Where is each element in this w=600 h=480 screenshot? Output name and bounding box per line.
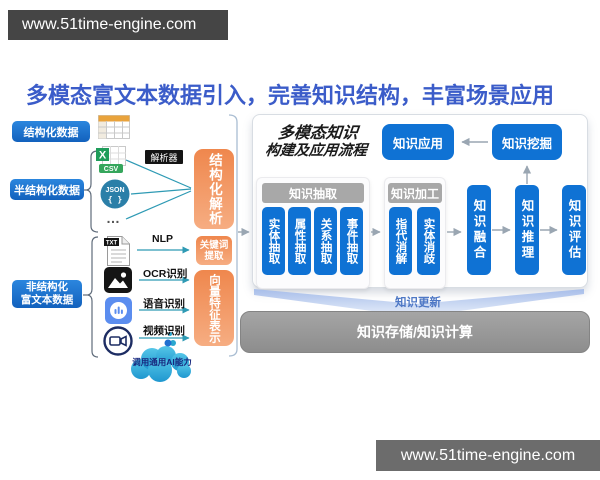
- spreadsheet-icon: [98, 115, 130, 139]
- svg-text:JSON: JSON: [105, 187, 124, 194]
- website-url: www.51time-engine.com: [22, 16, 197, 33]
- panel-title-line2: 构建及应用流程: [264, 143, 368, 159]
- keyword-line2: 提取: [204, 250, 224, 262]
- structured-data-box: 结构化数据: [12, 121, 90, 142]
- vector-feature-box: 向量特征表示: [194, 270, 234, 346]
- video-label: 视频识别: [143, 325, 185, 337]
- watermark-banner-top: www.51time-engine.com: [8, 10, 228, 40]
- knowledge-update-label: 知识更新: [395, 297, 441, 309]
- page-title: 多模态富文本数据引入，完善知识结构，丰富场景应用: [26, 83, 555, 108]
- svg-text:X: X: [99, 150, 107, 162]
- speech-icon: [105, 297, 132, 324]
- keyword-line1: 关键词: [199, 239, 229, 251]
- ai-cloud-label: 调用通用AI能力: [132, 357, 192, 367]
- parser-label: 解析器: [150, 152, 178, 163]
- attribute-extraction-box: 属性抽取: [288, 207, 311, 275]
- semi-structured-data-label: 半结构化数据: [14, 184, 80, 197]
- excel-csv-icon: X CSV: [96, 146, 126, 173]
- svg-text:CSV: CSV: [104, 166, 119, 173]
- svg-text:TXT: TXT: [106, 240, 118, 246]
- structured-data-label: 结构化数据: [23, 126, 79, 139]
- structural-parse-box: 结构化解析: [194, 149, 234, 229]
- entity-extraction-box: 实体抽取: [262, 207, 285, 275]
- ocr-label: OCR识别: [143, 268, 188, 280]
- unstructured-label-line1: 非结构化: [26, 281, 68, 293]
- relation-extraction-box: 关系抽取: [314, 207, 337, 275]
- knowledge-mining-box: 知识挖掘: [492, 124, 562, 160]
- keyword-extract-box: 关键词 提取: [196, 236, 232, 265]
- parser-badge: 解析器: [145, 150, 183, 164]
- unstructured-label-line2: 富文本数据: [20, 294, 74, 306]
- image-icon: [104, 267, 132, 293]
- txt-file-icon: TXT: [104, 236, 130, 266]
- watermark-banner-bottom: www.51time-engine.com: [376, 440, 600, 471]
- processing-header: 知识加工: [388, 183, 442, 203]
- video-icon: [103, 326, 133, 356]
- knowledge-storage-bar: 知识存储/知识计算: [240, 311, 590, 353]
- knowledge-fusion-box: 知识融合: [467, 185, 491, 275]
- knowledge-reasoning-box: 知识推理: [515, 185, 539, 275]
- extraction-header: 知识抽取: [262, 183, 364, 203]
- semi-structured-data-box: 半结构化数据: [10, 179, 84, 200]
- json-icon: JSON { }: [100, 179, 130, 209]
- speech-label: 语音识别: [143, 298, 185, 310]
- disambiguation-box: 实体消歧: [417, 207, 440, 275]
- knowledge-evaluation-box: 知识评估: [562, 185, 586, 275]
- knowledge-application-box: 知识应用: [382, 124, 454, 160]
- unstructured-data-box: 非结构化 富文本数据: [12, 280, 82, 308]
- website-url-bottom: www.51time-engine.com: [400, 446, 576, 464]
- panel-title-line1: 多模态知识: [276, 125, 359, 142]
- panel-title: 多模态知识 构建及应用流程: [256, 124, 378, 160]
- more-sources-ellipsis: …: [106, 210, 121, 226]
- nlp-label: NLP: [152, 233, 173, 245]
- coreference-box: 指代消解: [389, 207, 412, 275]
- event-extraction-box: 事件抽取: [340, 207, 363, 275]
- svg-text:{ }: { }: [108, 195, 123, 204]
